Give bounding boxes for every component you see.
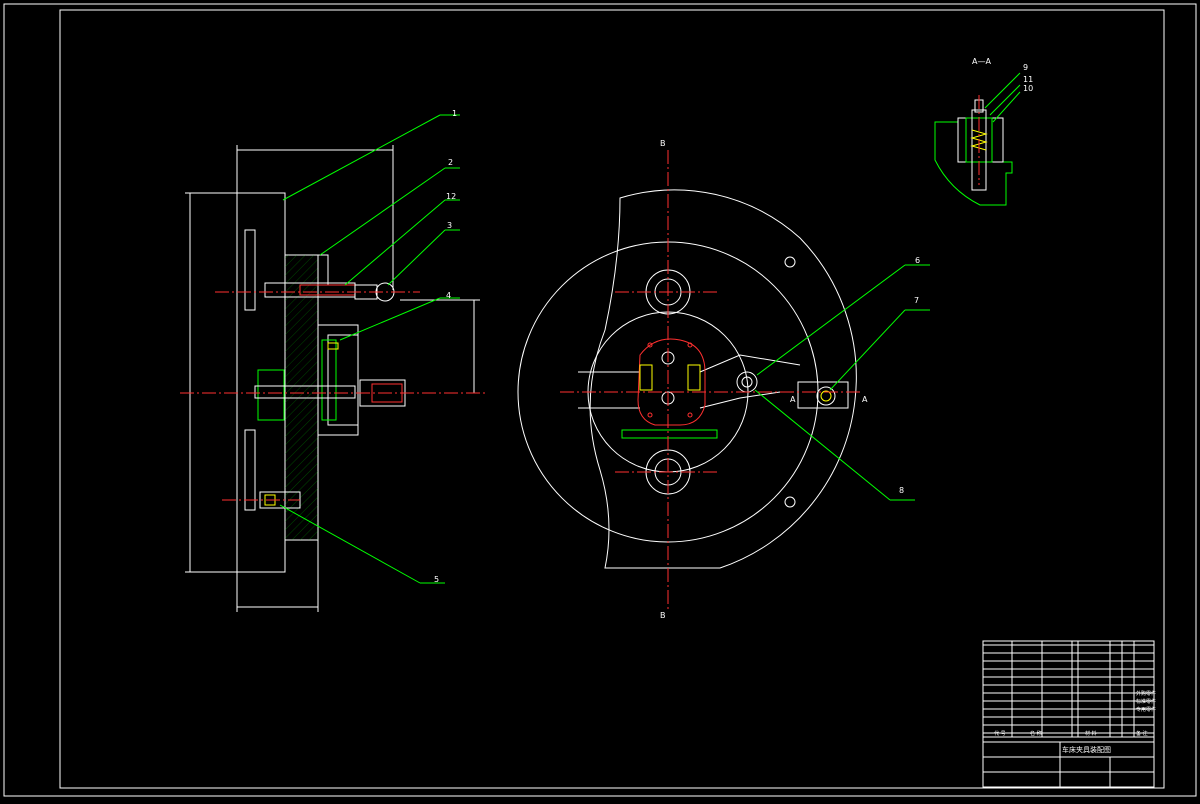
- label-layer: 1 2 12 3 4 5 6 7 8 9 11 10 A—A A A B B: [434, 57, 1033, 620]
- outer-frame: [3, 3, 1197, 797]
- section-title: A—A: [972, 57, 991, 66]
- balloon-12: 12: [446, 192, 456, 201]
- inner-frame: [59, 9, 1165, 789]
- balloon-9: 9: [1023, 63, 1028, 72]
- side-view-leaders: [279, 114, 460, 584]
- balloon-1: 1: [452, 109, 457, 118]
- tb-header-remark: 备 注: [1136, 730, 1148, 737]
- drawing-title: 车床夹具装配图: [1062, 745, 1111, 754]
- front-view: [517, 150, 860, 612]
- axis-mark-top: B: [660, 139, 666, 148]
- section-mark-right: A: [862, 395, 868, 404]
- tb-header-name: 名 称: [1030, 730, 1042, 737]
- balloon-3: 3: [447, 221, 452, 230]
- side-section-view: [180, 145, 485, 612]
- front-view-leaders: [754, 264, 930, 501]
- balloon-8: 8: [899, 486, 904, 495]
- balloon-4: 4: [446, 291, 451, 300]
- axis-mark-bottom: B: [660, 611, 666, 620]
- tb-note-2: 标准零件: [1136, 698, 1156, 705]
- title-block: [982, 640, 1155, 788]
- balloon-7: 7: [914, 296, 919, 305]
- tb-header-material: 材 料: [1085, 730, 1097, 737]
- balloon-2: 2: [448, 158, 453, 167]
- tb-note-1: 外购零件: [1136, 690, 1156, 697]
- section-mark-left: A: [790, 395, 796, 404]
- balloon-5: 5: [434, 575, 439, 584]
- tb-header-code: 代 号: [994, 730, 1006, 737]
- balloon-11: 11: [1023, 75, 1033, 84]
- balloon-6: 6: [915, 256, 920, 265]
- balloon-10: 10: [1023, 84, 1033, 93]
- section-a-a: [934, 72, 1021, 206]
- tb-note-3: 专用零件: [1136, 706, 1156, 713]
